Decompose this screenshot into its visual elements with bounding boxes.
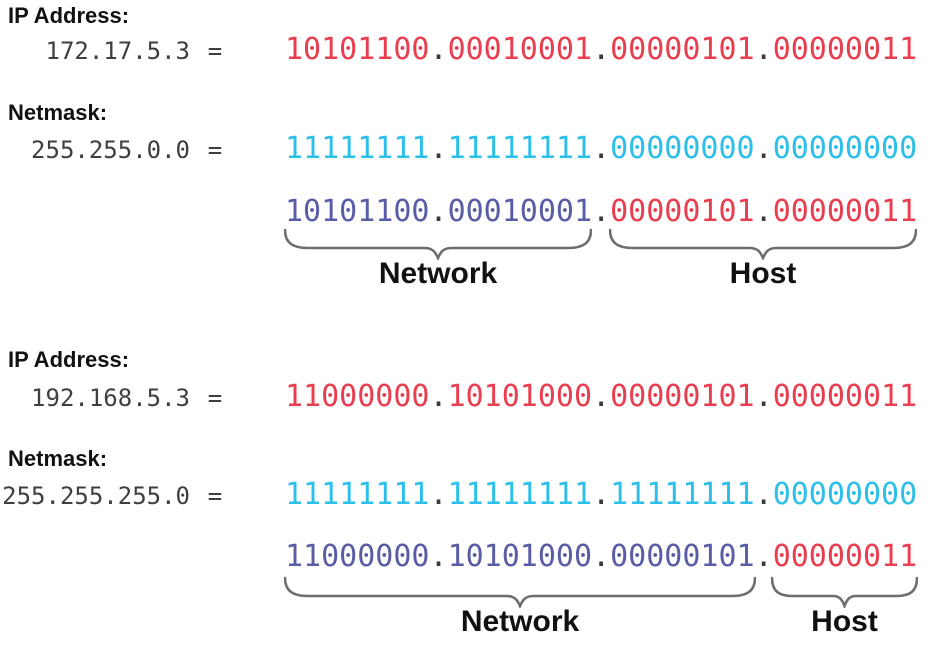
octet-separator: . — [754, 477, 773, 512]
octet: 10101000 — [447, 379, 593, 414]
netmask-binary: 11111111.11111111.00000000.00000000 — [285, 133, 917, 165]
octet-separator: . — [429, 32, 448, 67]
octet: 00000101 — [610, 379, 755, 414]
netmask-decimal: 255.255.0.0 — [31, 136, 190, 164]
octet-separator: . — [592, 194, 611, 229]
octet-separator: . — [754, 194, 773, 229]
host-brace — [609, 228, 917, 260]
ip-binary: 10101100.00010001.00000101.00000011 — [285, 34, 917, 66]
octet: 00000000 — [772, 477, 918, 512]
octet: 11111111 — [285, 131, 430, 166]
equals-sign: = — [207, 482, 223, 510]
ip-address-row: 192.168.5.3 = 11000000.10101000.00000101… — [0, 381, 917, 413]
network-brace — [284, 576, 756, 608]
octet-separator: . — [429, 477, 448, 512]
netmask-heading: Netmask: — [8, 446, 108, 471]
octet: 00000011 — [772, 194, 918, 229]
octet-separator: . — [592, 539, 611, 574]
octet: 00000011 — [772, 539, 918, 574]
ip-decimal: 172.17.5.3 — [45, 37, 191, 65]
octet: 00000011 — [772, 32, 918, 67]
octet: 00010001 — [447, 32, 593, 67]
octet-separator: . — [429, 194, 448, 229]
octet-separator: . — [429, 379, 448, 414]
octet: 10101100 — [285, 194, 430, 229]
host-label: Host — [811, 605, 878, 638]
octet: 00000101 — [610, 32, 755, 67]
host-brace — [771, 576, 918, 608]
ip-address-row: 172.17.5.3 = 10101100.00010001.00000101.… — [0, 34, 918, 66]
octet: 11111111 — [447, 131, 593, 166]
netmask-row: 255.255.255.0 = 11111111.11111111.111111… — [0, 479, 917, 511]
split-binary: 11000000.10101000.00000101.00000011 — [285, 541, 917, 573]
octet: 11000000 — [285, 539, 430, 574]
ip-address-heading: IP Address: — [8, 347, 130, 372]
netmask-decimal: 255.255.255.0 — [2, 482, 190, 510]
split-binary-row: 10101100.00010001.00000101.00000011 — [0, 196, 917, 228]
octet: 00000000 — [772, 131, 918, 166]
split-binary: 10101100.00010001.00000101.00000011 — [285, 196, 917, 228]
octet: 11000000 — [285, 379, 430, 414]
octet: 00000000 — [610, 131, 755, 166]
octet-separator: . — [754, 131, 773, 166]
octet: 00000011 — [772, 379, 918, 414]
equals-sign: = — [207, 384, 223, 412]
octet: 11111111 — [447, 477, 593, 512]
network-label: Network — [460, 605, 580, 638]
netmask-heading: Netmask: — [8, 100, 108, 125]
octet-separator: . — [592, 379, 611, 414]
ip-decimal: 192.168.5.3 — [31, 384, 190, 412]
octet-separator: . — [754, 539, 773, 574]
octet-separator: . — [429, 539, 448, 574]
ip-binary: 11000000.10101000.00000101.00000011 — [285, 381, 917, 413]
ip-address-heading: IP Address: — [8, 3, 130, 28]
netmask-binary: 11111111.11111111.11111111.00000000 — [285, 479, 917, 511]
equals-sign: = — [207, 37, 223, 65]
octet-separator: . — [592, 477, 611, 512]
octet-separator: . — [754, 32, 773, 67]
octet-separator: . — [592, 131, 611, 166]
octet: 11111111 — [285, 477, 430, 512]
host-label: Host — [729, 257, 797, 290]
split-binary-row: 11000000.10101000.00000101.00000011 — [0, 541, 917, 573]
octet: 10101000 — [447, 539, 593, 574]
octet: 10101100 — [285, 32, 430, 67]
octet: 11111111 — [610, 477, 755, 512]
octet: 00010001 — [447, 194, 593, 229]
octet: 00000101 — [610, 194, 755, 229]
octet-separator: . — [592, 32, 611, 67]
netmask-row: 255.255.0.0 = 11111111.11111111.00000000… — [0, 133, 917, 165]
octet: 00000101 — [610, 539, 755, 574]
octet-separator: . — [754, 379, 773, 414]
network-label: Network — [378, 257, 498, 290]
network-brace — [284, 228, 592, 260]
equals-sign: = — [207, 136, 223, 164]
octet-separator: . — [429, 131, 448, 166]
